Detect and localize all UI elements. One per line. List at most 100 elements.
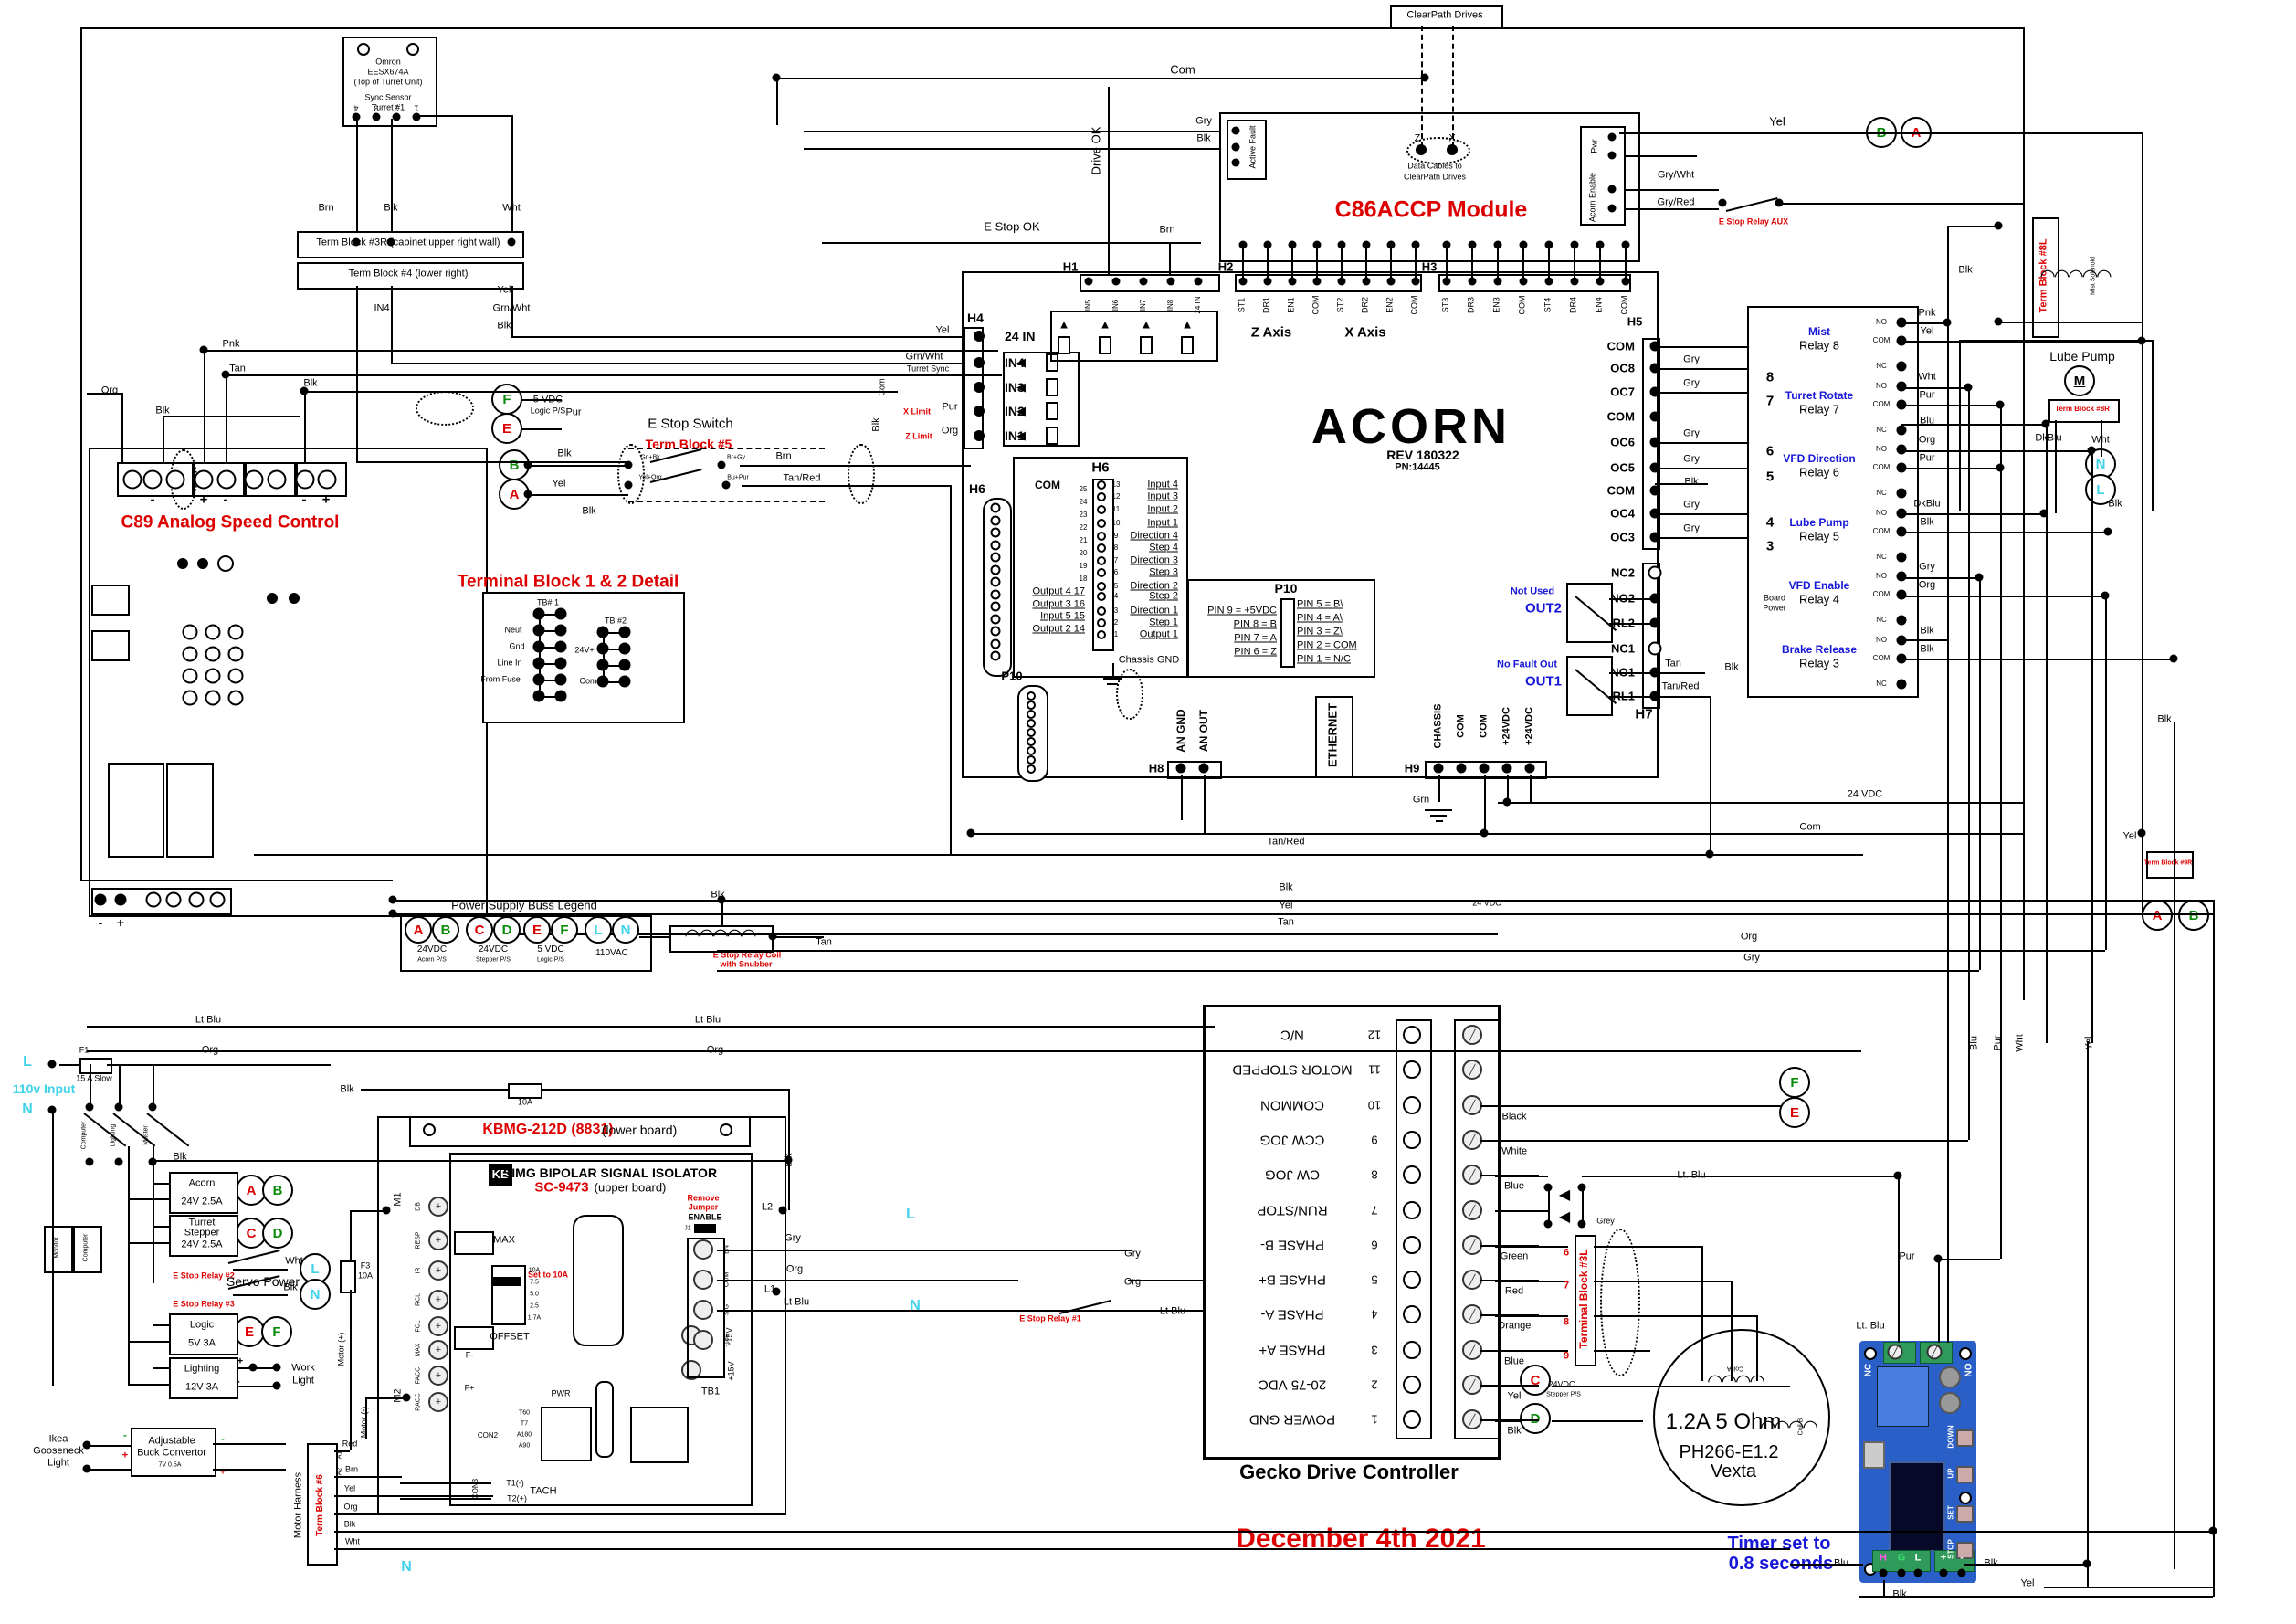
wire-label: Blk (1958, 264, 1973, 276)
h4-pin-label: IN3 (1005, 380, 1025, 395)
wire (511, 286, 513, 338)
h6-pin (1097, 492, 1106, 501)
h6-pin-num: 2 (1113, 618, 1119, 627)
resistor-icon (1140, 336, 1153, 354)
f2-rating: 10A (517, 1097, 533, 1107)
tb2-pin (618, 659, 631, 671)
wire (2044, 1587, 2213, 1588)
relay-pin-dot (1896, 508, 1907, 519)
gecko-wire-label: Orange (1497, 1320, 1532, 1332)
h5-pin-dot (1649, 532, 1660, 543)
kbmg-screw-max: + (428, 1340, 448, 1360)
wire (2101, 420, 2102, 457)
gecko-wire (1480, 1385, 1539, 1387)
wire (350, 1290, 352, 1450)
relay-name: Relay 8 (1798, 338, 1840, 353)
junction-dot (300, 386, 309, 395)
h5-pin-dot (1649, 386, 1660, 397)
x-axis-label: X Axis (1344, 324, 1386, 341)
data-cable-x (1452, 26, 1454, 148)
vexta-rating: 1.2A 5 Ohm (1665, 1409, 1782, 1434)
wire (950, 485, 952, 854)
acorn-enable-label: Acorn Enable (1587, 172, 1597, 223)
out2-contact (1566, 583, 1613, 643)
wire (400, 1482, 491, 1484)
junction-dot (507, 237, 516, 247)
h6-left-label: Output 4 17 (1032, 585, 1086, 597)
junction-dot (1543, 1219, 1553, 1229)
bus-circle-F: F (491, 384, 522, 415)
wire (1731, 1281, 1733, 1381)
gecko-screw: ╱ (1462, 1200, 1482, 1220)
wire (1901, 468, 2000, 469)
capacitor (573, 1215, 624, 1346)
jumper-set (493, 1277, 521, 1286)
tb1-label: TB# 1 (536, 597, 560, 607)
wire (804, 131, 1221, 132)
legend-circle-C: C (466, 916, 493, 944)
c86-pin-wire (1574, 245, 1575, 281)
wire (773, 936, 824, 938)
tb1-label: TB1 (700, 1386, 721, 1397)
wire (1901, 450, 2091, 452)
acorn-name: ACORN (1311, 399, 1511, 454)
h6-pin (1097, 556, 1106, 565)
wire (400, 1498, 491, 1500)
wire (1901, 596, 2105, 597)
p10-conn-pin (1027, 755, 1036, 765)
wire (1655, 346, 1747, 348)
bus-circle-E: E (234, 1316, 265, 1347)
c89-relay (166, 763, 214, 858)
wire-label: Blk (711, 889, 725, 901)
board-power-label2: Power (1763, 603, 1786, 613)
wire-label: Gry/Wht (1657, 169, 1695, 181)
diode-icon: ◀ (1016, 355, 1026, 369)
coil-b-label: Coil B (1797, 1418, 1805, 1436)
wire-label: Lt. Blu (1677, 1170, 1705, 1181)
enable-conn-screw (693, 1270, 713, 1290)
h5-out-rl1: RL1 (1612, 689, 1635, 703)
gecko-wire (1480, 1175, 1539, 1176)
h2-pin (1337, 277, 1346, 286)
wire (233, 1294, 288, 1296)
junction-dot (2087, 446, 2096, 455)
kbmg-term-label: RCL (415, 1292, 422, 1307)
p10-conn-label: P10 (1001, 669, 1023, 683)
monitor-label: Monitor (53, 1237, 60, 1259)
h5-pin-com: COM (1606, 409, 1635, 424)
wire (80, 27, 82, 881)
h6-conn-label: H6 (969, 481, 985, 496)
h6-conn-pin (990, 564, 1001, 575)
tb1-pin (554, 690, 567, 702)
plus15-label: +15V (726, 1361, 736, 1381)
h3-header (1438, 274, 1631, 292)
tb5-contact-label: Gn+Bk (640, 454, 660, 461)
h6-left-num: 18 (1079, 575, 1088, 583)
h5-out-dot (1649, 667, 1660, 678)
gecko-wire (1480, 1350, 1539, 1352)
wire-label: Blk (557, 448, 572, 459)
wire (80, 27, 2023, 29)
gecko-wire (1480, 1280, 1539, 1281)
wire-label: Line In (497, 658, 522, 668)
relay-blk-label: Blk (1724, 661, 1739, 673)
wire (1959, 340, 1961, 511)
wire (59, 1064, 79, 1066)
wire-label: Com (1170, 62, 1195, 77)
wire (153, 1367, 169, 1369)
junction-dot (402, 1393, 411, 1402)
wire (233, 1269, 288, 1271)
timer-btn-label: DOWN (1946, 1425, 1955, 1449)
h6-left-num: 21 (1079, 536, 1088, 544)
gecko-wire-label: White (1501, 1145, 1528, 1157)
junction-dot (523, 490, 532, 499)
h9-pin (1479, 763, 1490, 774)
estop-relay3-label: E Stop Relay #3 (173, 1299, 235, 1309)
h5-pin-dot (1649, 485, 1660, 496)
gecko-pin-label: PHASE B+ (1259, 1271, 1326, 1288)
h6-conn-pin (990, 527, 1001, 538)
c89-relay (108, 763, 164, 858)
h5-out-no2: NO2 (1610, 591, 1635, 606)
diode-icon: ◀ (1016, 428, 1026, 442)
h6-pin-label: Direction 4 (1130, 530, 1178, 542)
